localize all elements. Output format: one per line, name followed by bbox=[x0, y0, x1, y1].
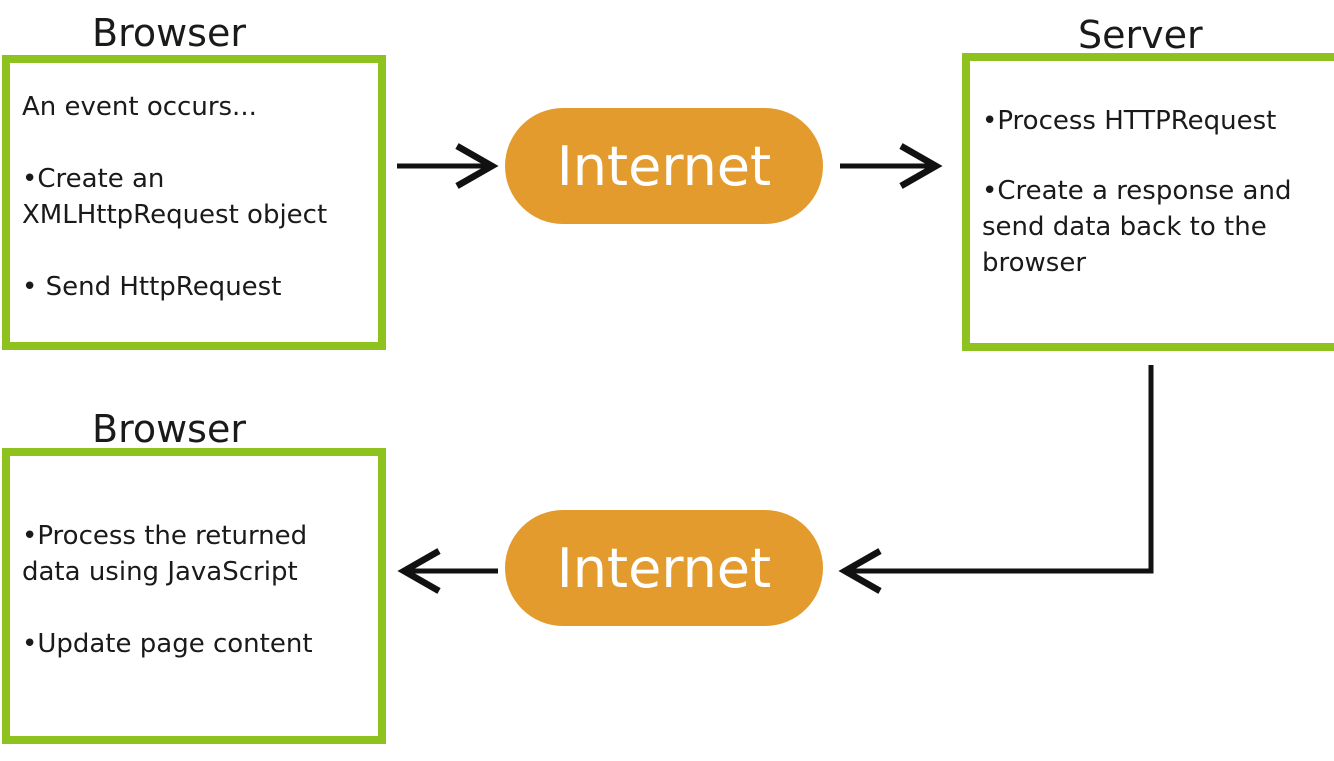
server-box: •Process HTTPRequest •Create a response … bbox=[962, 53, 1334, 351]
browser-top-item-create-line2: XMLHttpRequest object bbox=[22, 200, 328, 230]
browser-bottom-item-process-line1: •Process the returned bbox=[22, 521, 308, 551]
browser-top-item-create-line1: •Create an bbox=[22, 164, 165, 194]
server-item-create: •Create a response and send data back to… bbox=[982, 173, 1334, 281]
server-item-process: •Process HTTPRequest bbox=[982, 106, 1277, 136]
server-item-create-line2: send data back to the bbox=[982, 212, 1267, 242]
server-title: Server bbox=[1078, 13, 1203, 57]
arrow-server-to-internet bbox=[838, 365, 1154, 594]
browser-top-title: Browser bbox=[92, 11, 246, 55]
server-item-create-line3: browser bbox=[982, 248, 1087, 278]
browser-top-item-send: • Send HttpRequest bbox=[22, 272, 282, 302]
internet-top-pill: Internet bbox=[505, 108, 823, 224]
server-item-create-line1: •Create a response and bbox=[982, 176, 1292, 206]
browser-bottom-box: •Process the returned data using JavaScr… bbox=[2, 448, 386, 744]
internet-bottom-pill: Internet bbox=[505, 510, 823, 626]
browser-top-intro: An event occurs... bbox=[22, 92, 257, 122]
browser-top-box: An event occurs... •Create an XMLHttpReq… bbox=[2, 55, 386, 350]
browser-bottom-title: Browser bbox=[92, 407, 246, 451]
browser-bottom-item-process-line2: data using JavaScript bbox=[22, 557, 298, 587]
browser-top-item-create: •Create an XMLHttpRequest object bbox=[22, 161, 378, 233]
browser-bottom-item-update: •Update page content bbox=[22, 629, 313, 659]
browser-bottom-item-process: •Process the returned data using JavaScr… bbox=[22, 518, 378, 590]
